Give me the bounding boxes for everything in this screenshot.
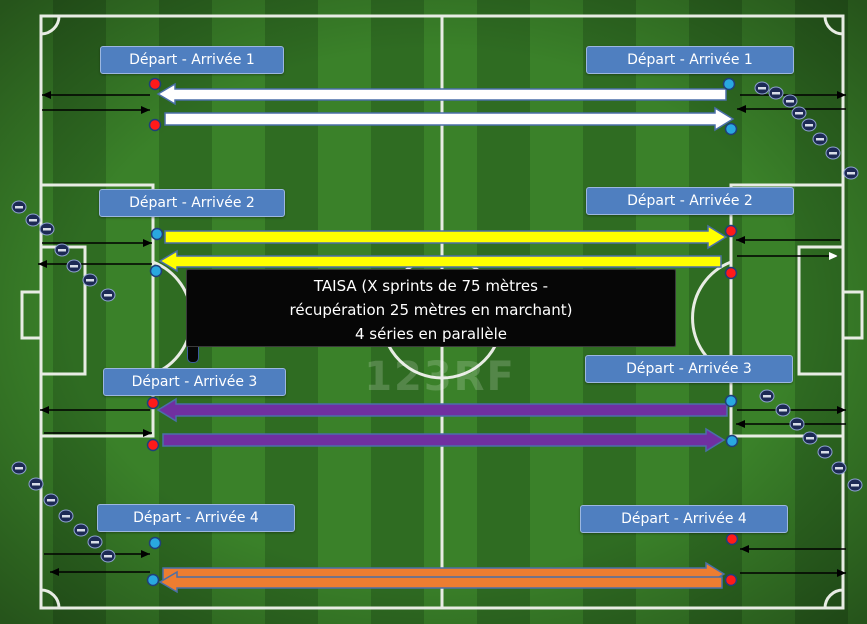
player-icon — [87, 535, 103, 549]
lane-3 — [156, 397, 728, 453]
player-icon — [58, 509, 74, 523]
player-icon — [11, 461, 27, 475]
marker-blue — [722, 77, 736, 91]
start-finish-label-lane-3-left: Départ - Arrivée 3 — [103, 368, 286, 396]
marker-red — [146, 396, 160, 410]
player-icon — [812, 132, 828, 146]
player-icon — [73, 523, 89, 537]
player-icon — [801, 118, 817, 132]
player-icon — [66, 259, 82, 273]
start-markers — [146, 77, 739, 587]
touchline-arrows — [38, 91, 846, 577]
player-icon — [768, 86, 784, 100]
marker-blue — [146, 573, 160, 587]
lane-2-arrow-leftward — [158, 249, 722, 273]
lane-2-arrow-rightward — [164, 224, 728, 250]
player-icon — [831, 461, 847, 475]
player-icon — [754, 81, 770, 95]
player-icon — [28, 477, 44, 491]
exercise-title-line-3: 4 séries en parallèle — [354, 325, 508, 343]
marker-blue — [149, 264, 163, 278]
player-icon — [39, 222, 55, 236]
marker-red — [724, 224, 738, 238]
watermark: 123RF — [364, 354, 516, 400]
player-icon — [847, 478, 863, 492]
marker-red — [725, 532, 739, 546]
start-finish-label-lane-1-left: Départ - Arrivée 1 — [100, 46, 284, 74]
player-icon — [759, 389, 775, 403]
start-finish-label-lane-2-right: Départ - Arrivée 2 — [586, 187, 794, 215]
marker-red — [724, 266, 738, 280]
player-icon — [25, 213, 41, 227]
player-icon — [82, 273, 98, 287]
lane-4-arrow-leftward — [158, 570, 723, 594]
marker-red — [148, 118, 162, 132]
player-icon — [817, 445, 833, 459]
lane-4 — [158, 561, 726, 594]
start-finish-label-lane-4-left: Départ - Arrivée 4 — [97, 504, 295, 532]
marker-red — [724, 573, 738, 587]
exercise-title-line-2: récupération 25 mètres en marchant) — [289, 301, 573, 319]
players — [11, 81, 863, 563]
player-icon — [825, 146, 841, 160]
lane-1-arrow-leftward — [156, 82, 727, 106]
marker-blue — [150, 227, 164, 241]
lane-3-arrow-leftward — [156, 397, 728, 423]
player-icon — [100, 288, 116, 302]
player-icon — [782, 94, 798, 108]
lane-3-arrow-rightward — [162, 427, 726, 453]
marker-blue — [725, 434, 739, 448]
player-icon — [789, 417, 805, 431]
start-finish-label-lane-1-right: Départ - Arrivée 1 — [586, 46, 794, 74]
player-icon — [775, 403, 791, 417]
player-icon — [802, 431, 818, 445]
marker-blue — [724, 122, 738, 136]
player-icon — [100, 549, 116, 563]
player-icon — [791, 106, 807, 120]
start-finish-label-lane-3-right: Départ - Arrivée 3 — [585, 355, 793, 383]
lane-1-arrow-rightward — [164, 106, 735, 132]
marker-red — [148, 77, 162, 91]
exercise-description-box: TAISA (X sprints de 75 mètres - récupéra… — [186, 269, 676, 347]
player-icon — [43, 493, 59, 507]
lane-2 — [158, 224, 728, 273]
start-finish-label-lane-2-left: Départ - Arrivée 2 — [99, 189, 285, 217]
player-icon — [11, 200, 27, 214]
start-finish-label-lane-4-right: Départ - Arrivée 4 — [580, 505, 788, 533]
lane-1 — [156, 82, 735, 132]
player-icon — [843, 166, 859, 180]
marker-blue — [148, 536, 162, 550]
exercise-title-line-1: TAISA (X sprints de 75 mètres - — [313, 277, 549, 295]
marker-blue — [724, 394, 738, 408]
marker-red — [146, 438, 160, 452]
pitch-lines — [20, 14, 864, 610]
player-icon — [54, 243, 70, 257]
